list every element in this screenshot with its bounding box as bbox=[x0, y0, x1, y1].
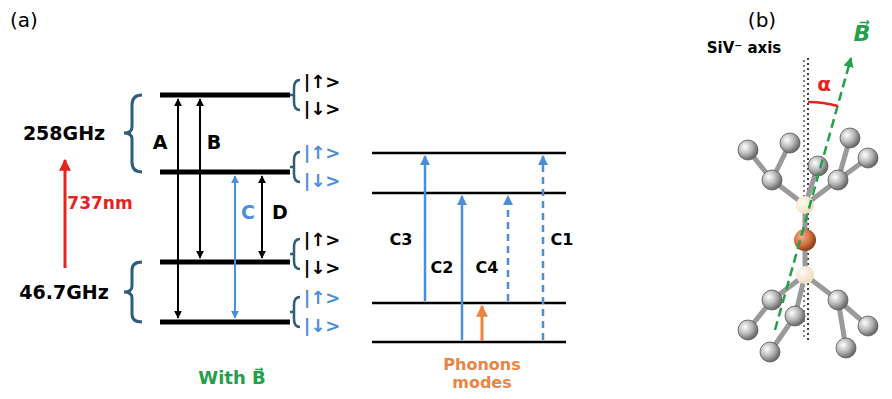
angle-label: α bbox=[817, 73, 831, 95]
carbon-atom bbox=[785, 306, 805, 326]
spin-state: |↑> bbox=[304, 143, 341, 163]
carbon-atom bbox=[762, 170, 782, 190]
spin-state: |↓> bbox=[304, 316, 341, 336]
field-line bbox=[775, 58, 851, 330]
axis-label: SiV⁻ axis bbox=[707, 40, 782, 57]
transition-arrow bbox=[199, 99, 201, 258]
transition-arrow bbox=[461, 196, 464, 340]
carbon-atom bbox=[760, 342, 780, 362]
panel-letter: (b) bbox=[748, 9, 776, 31]
energy-level bbox=[372, 192, 566, 195]
transition-arrow bbox=[507, 196, 510, 301]
siv-molecule bbox=[738, 128, 878, 362]
transition-label: C1 bbox=[551, 231, 574, 249]
spin-state: |↓> bbox=[304, 258, 341, 278]
frequency-label: 46.7GHz bbox=[19, 282, 108, 303]
angle-arc bbox=[808, 102, 838, 106]
energy-level bbox=[372, 152, 566, 155]
energy-level bbox=[372, 302, 566, 305]
energy-level bbox=[160, 320, 290, 325]
carbon-atom bbox=[840, 128, 860, 148]
carbon-atom bbox=[762, 290, 782, 310]
carbon-atom bbox=[836, 338, 856, 358]
brace bbox=[124, 262, 142, 322]
laser-arrow bbox=[64, 160, 67, 268]
field-label: B⃗ bbox=[854, 22, 871, 46]
wavelength-label: 737nm bbox=[67, 194, 132, 213]
energy-level bbox=[160, 170, 290, 175]
transition-arrow bbox=[177, 99, 179, 318]
carbon-atom bbox=[858, 148, 878, 168]
carbon-atom bbox=[828, 170, 848, 190]
energy-level bbox=[160, 93, 290, 98]
spin-state: |↑> bbox=[304, 288, 341, 308]
transition-arrow bbox=[542, 156, 545, 340]
phonon-label: Phonons modes bbox=[439, 356, 525, 391]
transition-arrow bbox=[261, 176, 263, 258]
spin-state: |↑> bbox=[304, 72, 341, 92]
vacancy bbox=[796, 196, 814, 214]
brace bbox=[290, 239, 300, 269]
transition-arrow bbox=[424, 156, 427, 301]
brace bbox=[290, 152, 300, 182]
energy-level bbox=[160, 260, 290, 265]
brace bbox=[290, 297, 300, 327]
transition-label: B bbox=[207, 132, 221, 153]
transition-label: A bbox=[153, 132, 168, 153]
spin-state: |↑> bbox=[304, 230, 341, 250]
brace bbox=[124, 95, 142, 172]
carbon-atom bbox=[780, 133, 800, 153]
brace bbox=[290, 80, 300, 110]
transition-label: C bbox=[241, 202, 255, 223]
phonon-arrow bbox=[481, 306, 484, 341]
spin-state: |↓> bbox=[304, 99, 341, 119]
vacancy bbox=[796, 266, 814, 284]
transition-label: D bbox=[272, 202, 288, 223]
carbon-atom bbox=[828, 290, 848, 310]
carbon-atom bbox=[738, 140, 758, 160]
carbon-atom bbox=[858, 316, 878, 336]
transition-label: C3 bbox=[390, 231, 413, 249]
energy-level bbox=[372, 341, 566, 344]
transition-label: C2 bbox=[431, 259, 454, 277]
frequency-label: 258GHz bbox=[23, 123, 105, 144]
transition-arrow bbox=[234, 176, 236, 318]
field-note: With B⃗ bbox=[198, 368, 265, 388]
carbon-atom bbox=[738, 320, 758, 340]
transition-label: C4 bbox=[476, 259, 499, 277]
spin-state: |↓> bbox=[304, 171, 341, 191]
panel-letter: (a) bbox=[10, 9, 38, 31]
